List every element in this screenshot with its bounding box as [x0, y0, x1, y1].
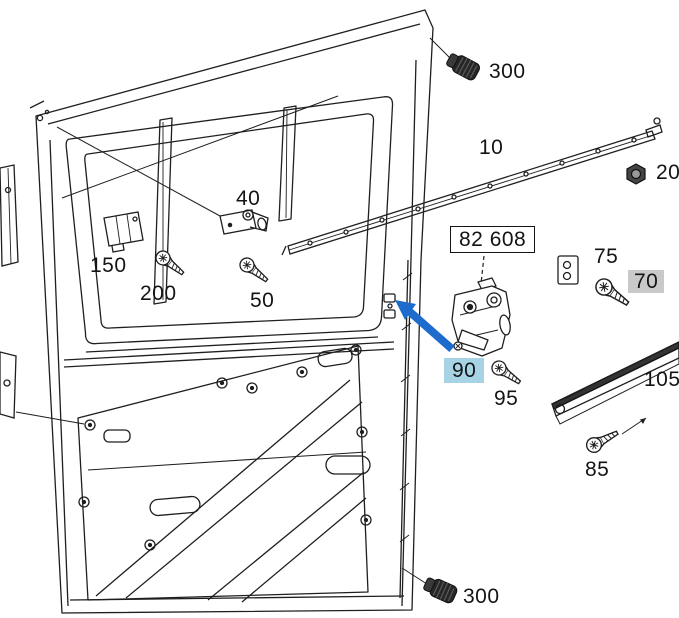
part-label-20[interactable]: 20 [656, 161, 679, 184]
door-body-drawing [29, 9, 434, 614]
part-label-300-bottom[interactable]: 300 [463, 585, 500, 608]
part-label-300-top[interactable]: 300 [489, 60, 526, 83]
lock-mechanism-90[interactable] [451, 277, 512, 357]
screw-70-icon [592, 275, 633, 311]
part-label-40[interactable]: 40 [236, 187, 261, 210]
rail-10-drawing [281, 117, 663, 256]
part-label-75[interactable]: 75 [594, 245, 619, 268]
selection-arrow [395, 300, 455, 353]
window-frame-drawing [61, 95, 394, 353]
assembly-box-leader [480, 255, 485, 285]
clip-75-icon [557, 255, 579, 285]
part-label-90[interactable]: 90 [444, 358, 485, 384]
bolt-300-top-icon [429, 37, 482, 83]
part-label-50[interactable]: 50 [250, 289, 275, 312]
screw-85-icon [583, 417, 647, 456]
left-edge-parts-drawing [0, 164, 85, 425]
rail-105-drawing [551, 341, 679, 425]
part-label-70[interactable]: 70 [628, 270, 665, 294]
part-label-85[interactable]: 85 [585, 458, 610, 481]
screw-95-icon [488, 357, 525, 389]
part-label-200[interactable]: 200 [140, 282, 177, 305]
grommet-20-icon [626, 163, 646, 185]
screw-50-icon [236, 254, 272, 287]
part-label-105[interactable]: 105 [644, 368, 679, 391]
part-label-82608[interactable]: 82 608 [450, 226, 536, 254]
inner-panel-drawing [63, 293, 396, 603]
screw-200-icon [152, 247, 188, 280]
buffer-150-drawing [103, 211, 144, 253]
part-label-10[interactable]: 10 [479, 136, 504, 159]
hinge-40-drawing [56, 126, 269, 235]
bolt-300-bottom-icon [401, 567, 460, 605]
part-label-150[interactable]: 150 [90, 254, 127, 277]
part-label-95[interactable]: 95 [494, 387, 519, 410]
